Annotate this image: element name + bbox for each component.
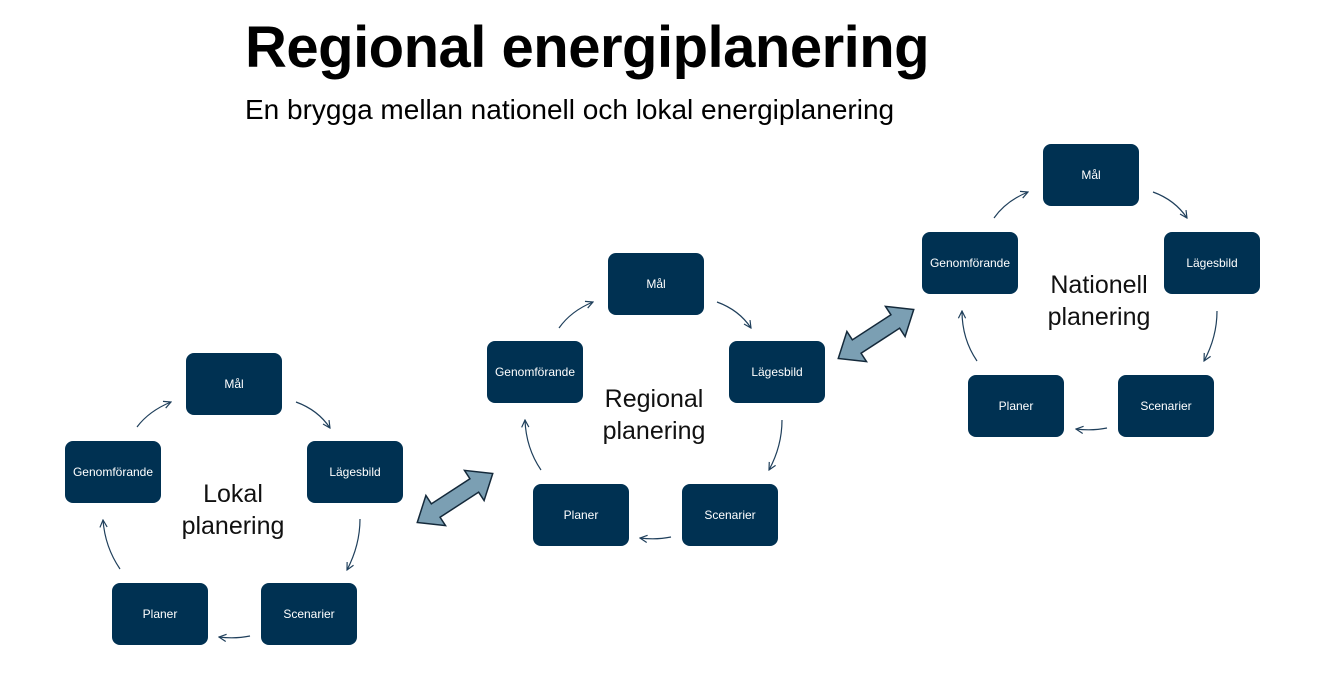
lokal-arrow-lagesbild-to-scenarier — [347, 518, 361, 570]
nationell-lagesbild-box: Lägesbild — [1164, 232, 1260, 294]
regional-arrow-genomforande-to-mal — [558, 302, 593, 329]
regional-lagesbild-box: Lägesbild — [729, 341, 825, 403]
nationell-mal-box: Mål — [1043, 144, 1139, 206]
regional-scenarier-box: Scenarier — [682, 484, 778, 546]
lokal-scenarier-box: Scenarier — [261, 583, 357, 645]
regional-arrow-mal-to-lagesbild — [716, 301, 751, 328]
lokal-lagesbild-box: Lägesbild — [307, 441, 403, 503]
lokal-mal-box: Mål — [186, 353, 282, 415]
lokal-genomforande-box: Genomförande — [65, 441, 161, 503]
lokal-center-label: Lokal planering — [148, 478, 318, 542]
lokal-arrow-mal-to-lagesbild — [295, 401, 330, 428]
regional-center-label-line2: planering — [602, 417, 706, 445]
nationell-arrow-planer-to-genomforande — [962, 311, 978, 362]
lokal-arrow-planer-to-genomforande — [103, 520, 121, 570]
double-arrow-lokal-regional — [0, 0, 19, 20]
regional-center-label-line1: Regional — [604, 385, 704, 413]
regional-arrow-planer-to-genomforande — [525, 420, 542, 471]
nationell-arrow-scenarier-to-planer — [1076, 428, 1108, 430]
regional-planer-box: Planer — [533, 484, 629, 546]
page-title: Regional energiplanering — [245, 15, 930, 80]
regional-center-label: Regional planering — [569, 383, 739, 447]
double-arrow-regional-nationell-shape — [837, 305, 915, 363]
nationell-center-label-line2: planering — [1047, 303, 1151, 331]
lokal-center-label-line1: Lokal — [203, 480, 263, 508]
lokal-planer-box: Planer — [112, 583, 208, 645]
regional-arrow-lagesbild-to-scenarier — [769, 419, 783, 470]
nationell-arrow-mal-to-lagesbild — [1152, 191, 1187, 218]
nationell-arrow-lagesbild-to-scenarier — [1204, 310, 1218, 361]
page-subtitle: En brygga mellan nationell och lokal ene… — [245, 94, 895, 125]
nationell-arrow-genomforande-to-mal — [993, 192, 1028, 219]
regional-arrow-scenarier-to-planer — [640, 537, 672, 539]
lokal-arrow-scenarier-to-planer — [219, 636, 251, 638]
nationell-center-label-line1: Nationell — [1050, 271, 1148, 299]
double-arrow-lokal-regional-shape — [416, 469, 494, 527]
regional-genomforande-box: Genomförande — [487, 341, 583, 403]
nationell-scenarier-box: Scenarier — [1118, 375, 1214, 437]
lokal-center-label-line2: planering — [181, 512, 285, 540]
nationell-planer-box: Planer — [968, 375, 1064, 437]
nationell-center-label: Nationell planering — [1014, 269, 1184, 333]
regional-mal-box: Mål — [608, 253, 704, 315]
lokal-arrow-genomforande-to-mal — [136, 402, 171, 428]
nationell-genomforande-box: Genomförande — [922, 232, 1018, 294]
